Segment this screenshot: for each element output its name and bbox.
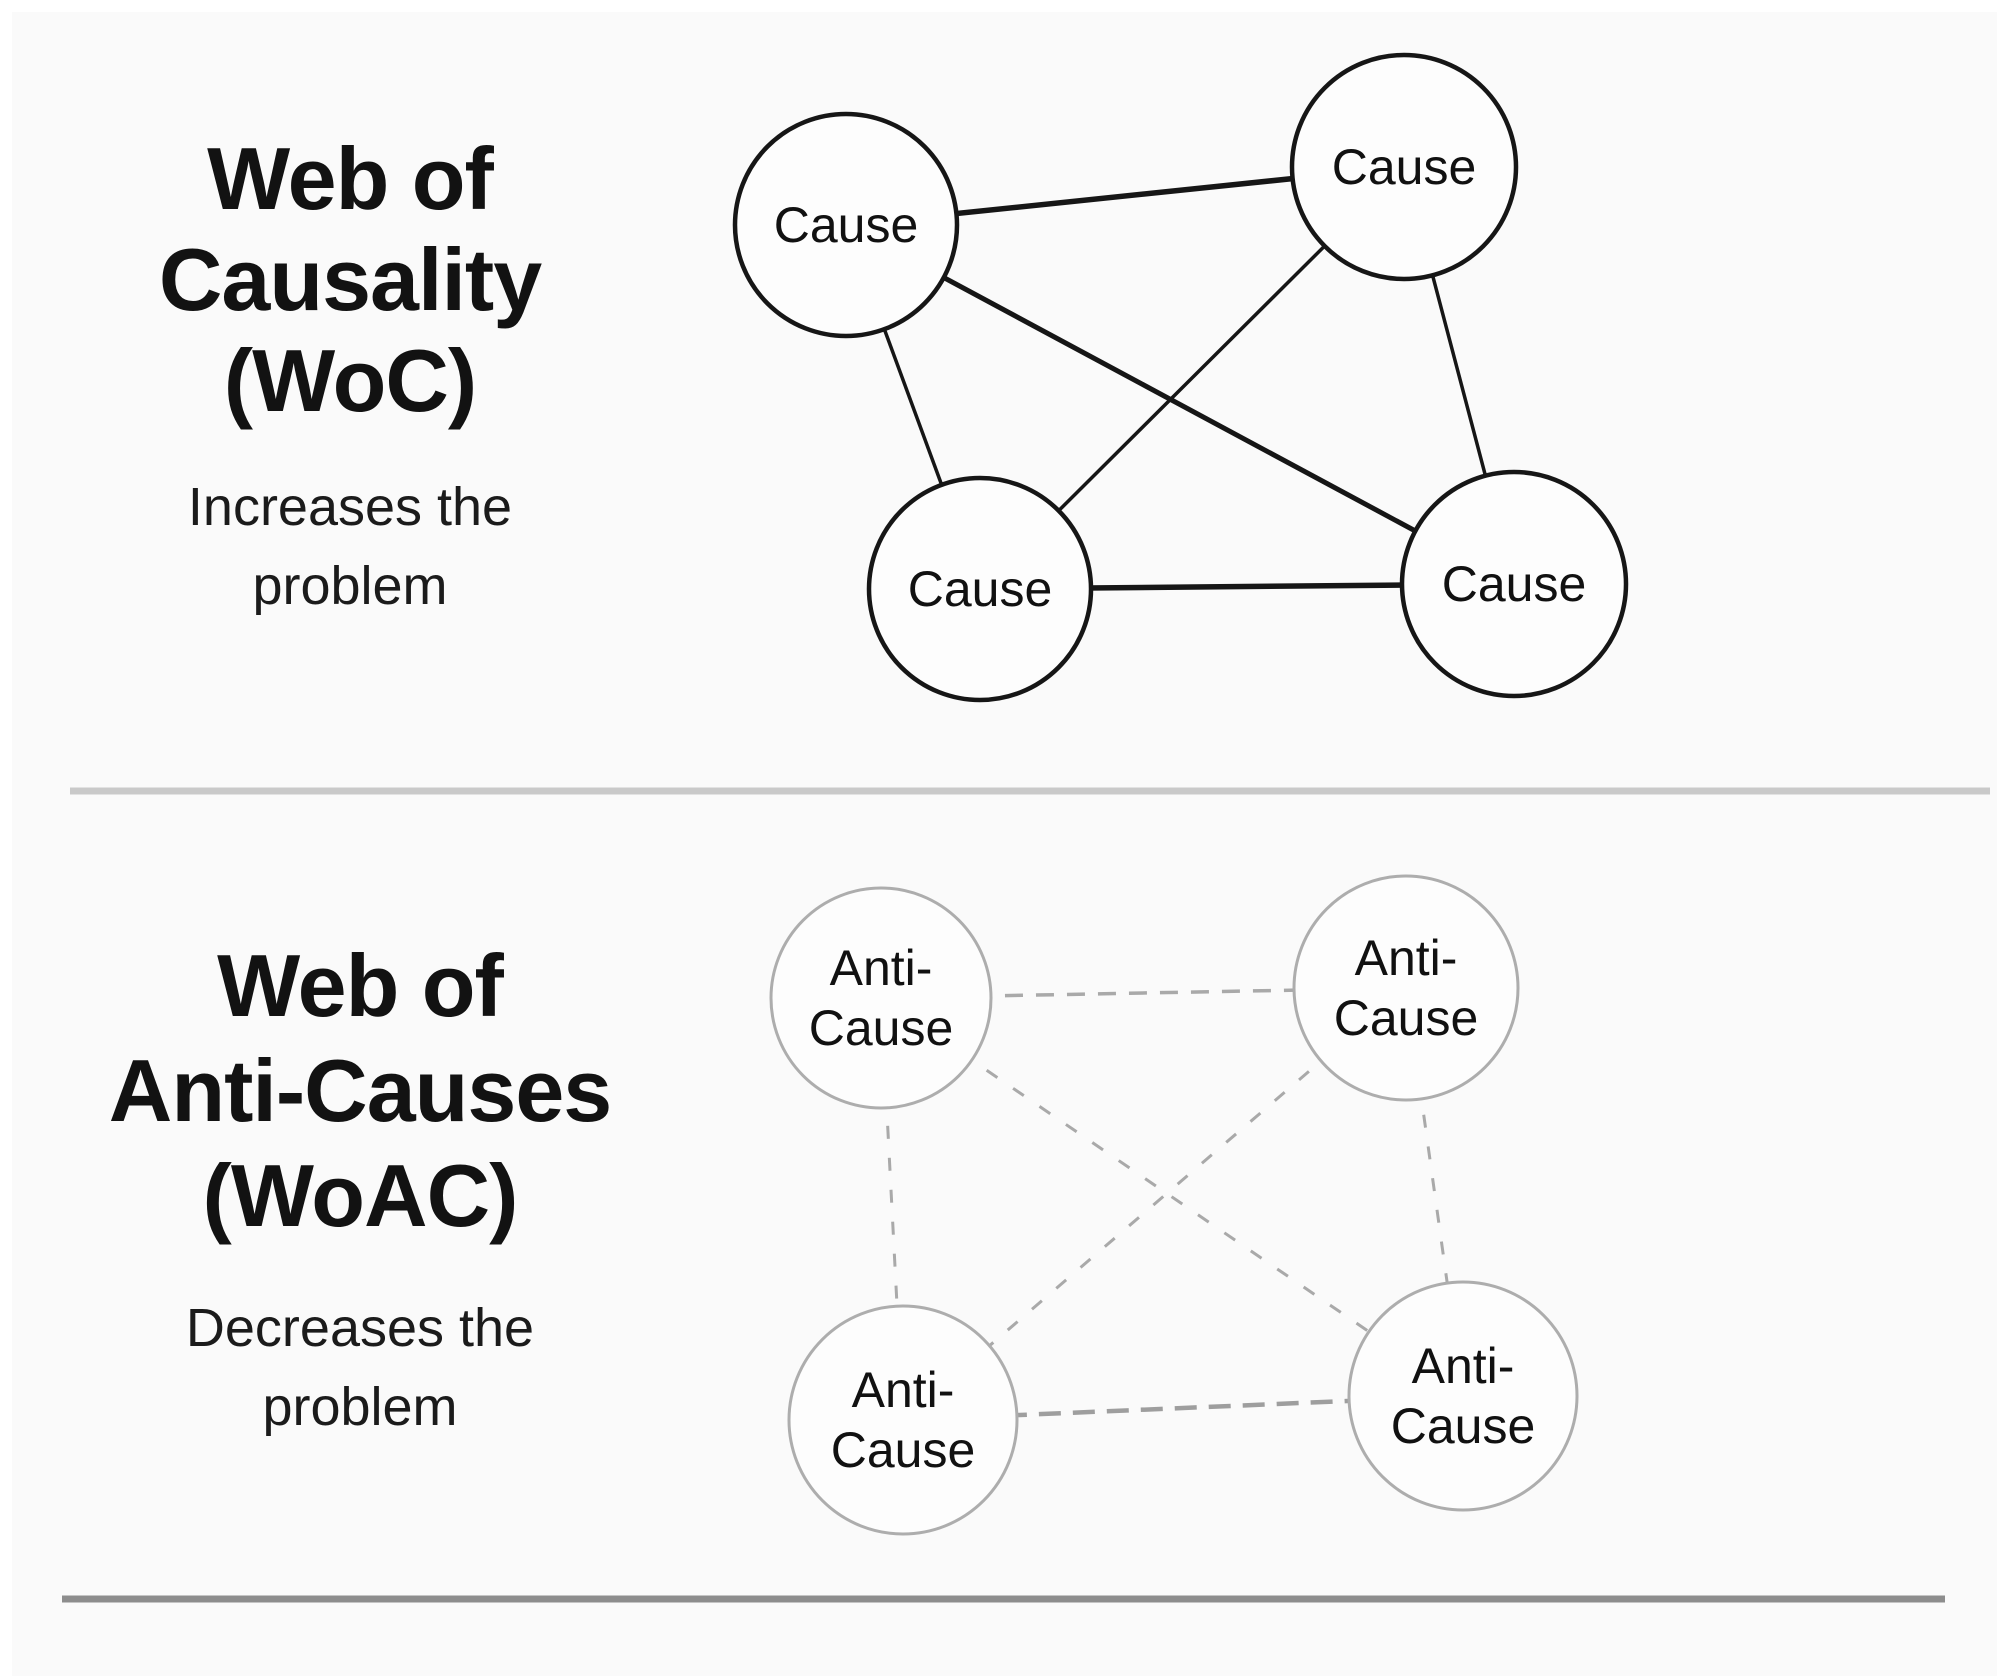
woac-title-line-2: Anti-Causes bbox=[108, 1041, 612, 1140]
anti-cause-node-bottom-right bbox=[1347, 1280, 1579, 1512]
cause-node-label-top-left: Cause bbox=[773, 197, 919, 253]
anti-cause-label-line-1: Anti- bbox=[1354, 930, 1458, 986]
cause-node-label-top-right: Cause bbox=[1331, 139, 1477, 195]
cause-node-top-left bbox=[732, 111, 960, 339]
anti-cause-label-line-1: Anti- bbox=[851, 1362, 955, 1418]
woc-subtitle-line-2: problem bbox=[252, 556, 448, 616]
anti-cause-node-label-top-right: Anti- Cause bbox=[1334, 928, 1479, 1048]
woc-title-line-2: Causality bbox=[158, 230, 542, 329]
woac-subtitle-line-2: problem bbox=[262, 1377, 458, 1437]
woc-title-line-3: (WoC) bbox=[223, 331, 477, 430]
woc-edge-1-4 bbox=[844, 222, 1516, 587]
cause-node-label-bottom-right: Cause bbox=[1441, 556, 1587, 612]
anti-cause-node-label-bottom-left: Anti- Cause bbox=[831, 1360, 976, 1480]
cause-node-top-right bbox=[1289, 52, 1519, 282]
anti-cause-node-bottom-left bbox=[787, 1304, 1019, 1536]
woac-title-line-1: Web of bbox=[217, 936, 504, 1035]
anti-cause-label-line-2: Cause bbox=[808, 1000, 954, 1056]
woc-subtitle-line-1: Increases the bbox=[187, 477, 513, 537]
woc-title: Web of Causality (WoC) bbox=[40, 128, 660, 431]
woac-edge-3-4 bbox=[902, 1393, 1464, 1423]
woc-title-line-1: Web of bbox=[207, 129, 494, 228]
anti-cause-label-line-2: Cause bbox=[1333, 990, 1479, 1046]
anti-cause-label-line-2: Cause bbox=[830, 1422, 976, 1478]
woac-subtitle: Decreases the problem bbox=[45, 1289, 675, 1447]
woac-title: Web of Anti-Causes (WoAC) bbox=[45, 933, 675, 1248]
woc-subtitle: Increases the problem bbox=[40, 468, 660, 626]
cause-node-bottom-left bbox=[866, 475, 1094, 703]
woac-title-line-3: (WoAC) bbox=[202, 1146, 519, 1245]
cause-node-label-bottom-left: Cause bbox=[907, 561, 1053, 617]
anti-cause-label-line-1: Anti- bbox=[829, 940, 933, 996]
cause-node-bottom-right bbox=[1399, 469, 1629, 699]
anti-cause-node-label-bottom-right: Anti- Cause bbox=[1391, 1336, 1536, 1456]
woac-subtitle-line-1: Decreases the bbox=[185, 1298, 535, 1358]
woac-edge-1-4 bbox=[880, 996, 1464, 1398]
woc-network bbox=[732, 52, 1629, 703]
anti-cause-node-top-right bbox=[1292, 874, 1520, 1102]
anti-cause-node-top-left bbox=[769, 886, 993, 1110]
anti-cause-node-label-top-left: Anti- Cause bbox=[809, 938, 954, 1058]
anti-cause-label-line-1: Anti- bbox=[1411, 1338, 1515, 1394]
woac-network bbox=[769, 874, 1579, 1536]
anti-cause-label-line-2: Cause bbox=[1390, 1398, 1536, 1454]
